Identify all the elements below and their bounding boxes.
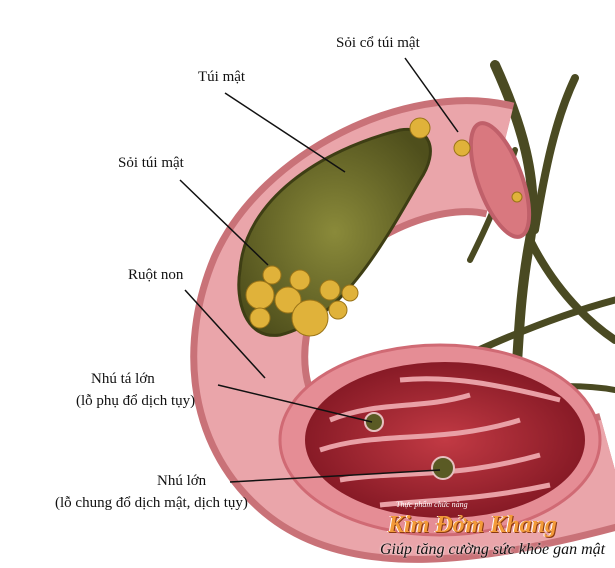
label-small-intestine: Ruột non <box>128 267 184 283</box>
watermark-category: Thực phẩm chức năng <box>396 500 468 509</box>
intestine-opening <box>468 121 532 239</box>
gallbladder <box>237 117 523 337</box>
label-gallstones: Sỏi túi mật <box>118 155 184 171</box>
label-major-papilla-note: (lỗ chung đổ dịch mật, dịch tụy) <box>55 495 248 511</box>
label-minor-papilla-note: (lỗ phụ đổ dịch tụy) <box>76 393 196 409</box>
minor-papilla <box>364 412 384 432</box>
leader-lines <box>179 57 459 483</box>
label-minor-papilla: Nhú tá lớn <box>91 371 155 387</box>
label-major-papilla: Nhú lớn <box>157 473 207 489</box>
gallstones <box>245 265 359 337</box>
mucosal-folds <box>319 376 561 508</box>
neck-stones <box>409 117 523 203</box>
watermark-brand: Kim Đởm Khang <box>388 512 557 538</box>
watermark-tagline: Giúp tăng cường sức khỏe gan mật <box>380 541 606 558</box>
label-gallbladder-neck-stone: Sỏi cổ túi mật <box>336 35 420 51</box>
label-gallbladder: Túi mật <box>198 69 246 85</box>
major-papilla <box>431 456 455 480</box>
